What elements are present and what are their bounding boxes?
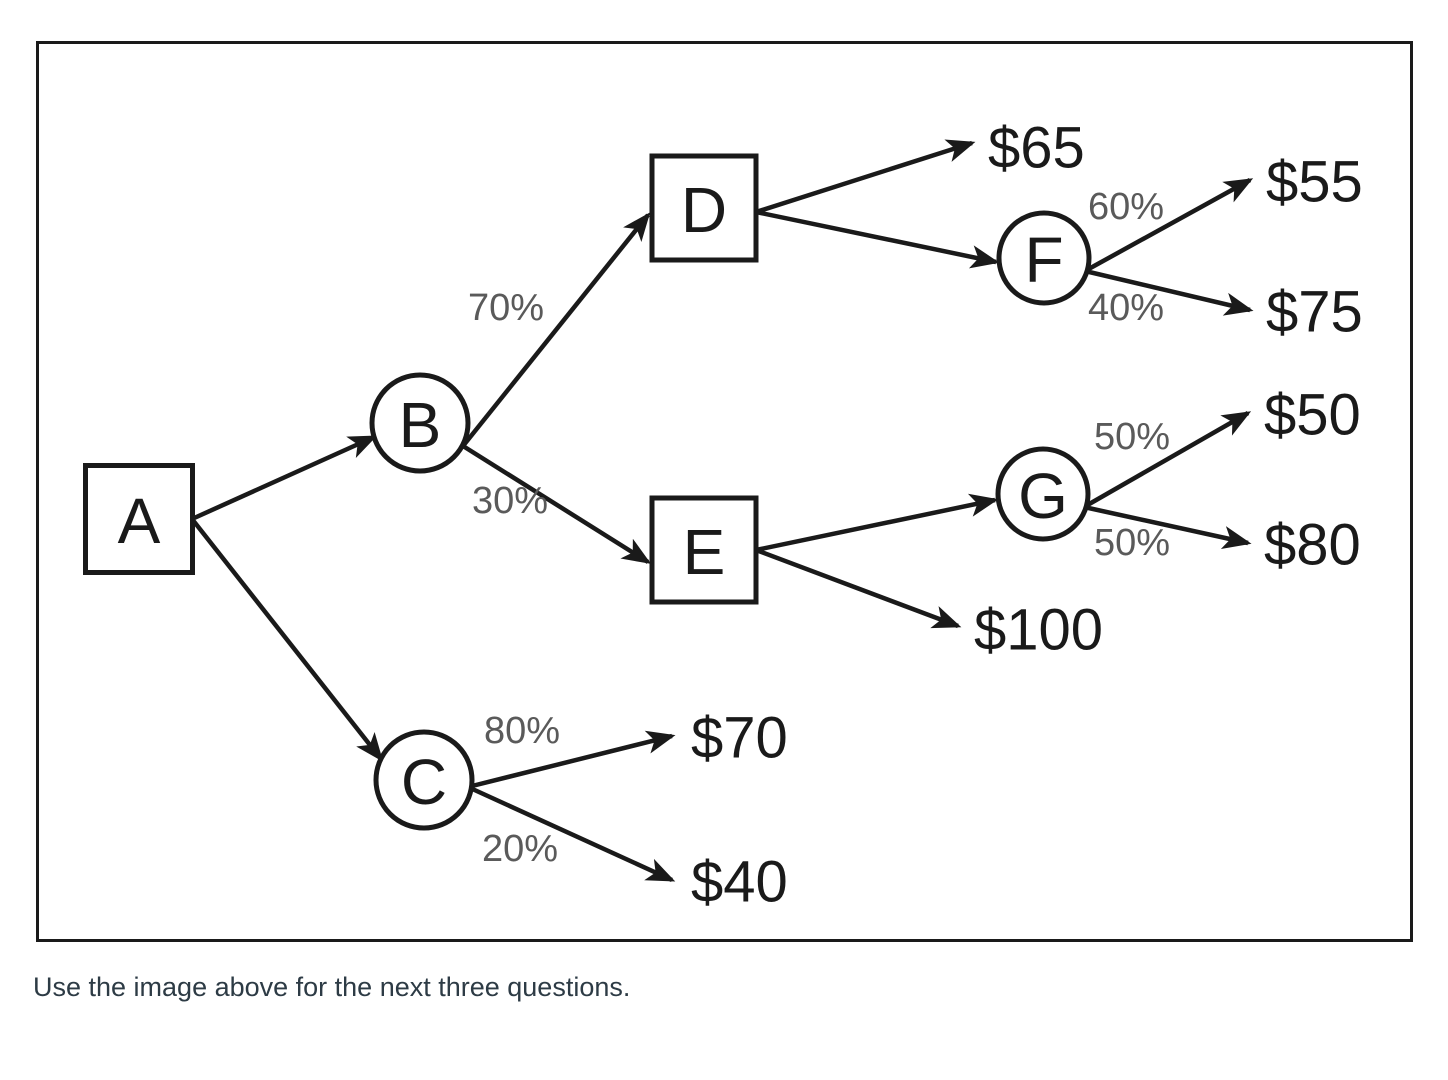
figure-caption: Use the image above for the next three q…: [33, 972, 631, 1002]
diagram-frame: [36, 41, 1413, 942]
